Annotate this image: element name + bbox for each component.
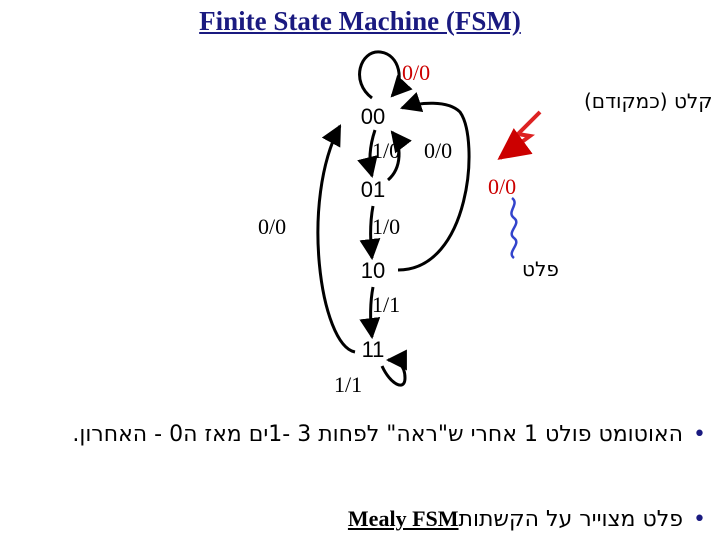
bullet-2: • פלט מצוייר על הקשתותMealy FSM bbox=[46, 502, 706, 537]
bullet-1-text: האוטומט פולט 1 אחרי ש"ראה" לפחות 3 -1ים … bbox=[72, 422, 684, 447]
bullet-dot-icon: • bbox=[693, 422, 706, 447]
mealy-fsm-term: Mealy FSM bbox=[347, 506, 459, 531]
bullet-2-text: פלט מצוייר על הקשתות bbox=[458, 507, 684, 532]
state-10-label: 10 bbox=[361, 258, 385, 283]
state-10: 10 bbox=[361, 258, 385, 283]
wavy-input-line bbox=[510, 197, 518, 259]
label-10-00: 0/0 bbox=[488, 174, 516, 199]
state-00: 00 bbox=[361, 104, 385, 129]
edge-00-01 bbox=[357, 129, 378, 179]
edge-11-00 bbox=[316, 124, 356, 354]
state-11: 11 bbox=[362, 337, 385, 362]
self-loop-00 bbox=[358, 50, 413, 100]
label-input: פלט bbox=[522, 257, 559, 281]
edge-01-00 bbox=[386, 130, 412, 182]
state-01: 01 bbox=[361, 177, 385, 202]
edge-10-11 bbox=[359, 286, 381, 340]
label-prev-input: קלט (כמקודם) bbox=[584, 89, 712, 113]
bullet-1: • האוטומט פולט 1 אחרי ש"ראה" לפחות 3 -1ים… bbox=[46, 418, 706, 452]
label-self-11: 1/1 bbox=[334, 372, 362, 397]
edge-01-10 bbox=[359, 205, 381, 261]
lightning-arrow bbox=[497, 110, 542, 160]
state-00-label: 00 bbox=[361, 104, 385, 129]
edge-10-00 bbox=[397, 92, 471, 272]
label-01-10: 1/0 bbox=[372, 214, 400, 239]
label-11-00: 0/0 bbox=[258, 214, 286, 239]
bullet-dot-icon: • bbox=[693, 507, 706, 532]
state-01-label: 01 bbox=[361, 177, 385, 202]
state-11-label: 11 bbox=[362, 337, 385, 362]
label-01-00: 0/0 bbox=[424, 138, 452, 163]
self-loop-11 bbox=[380, 349, 407, 387]
page-title: Finite State Machine (FSM) bbox=[199, 6, 521, 36]
label-self-00: 0/0 bbox=[402, 60, 430, 85]
label-10-11: 1/1 bbox=[372, 292, 400, 317]
